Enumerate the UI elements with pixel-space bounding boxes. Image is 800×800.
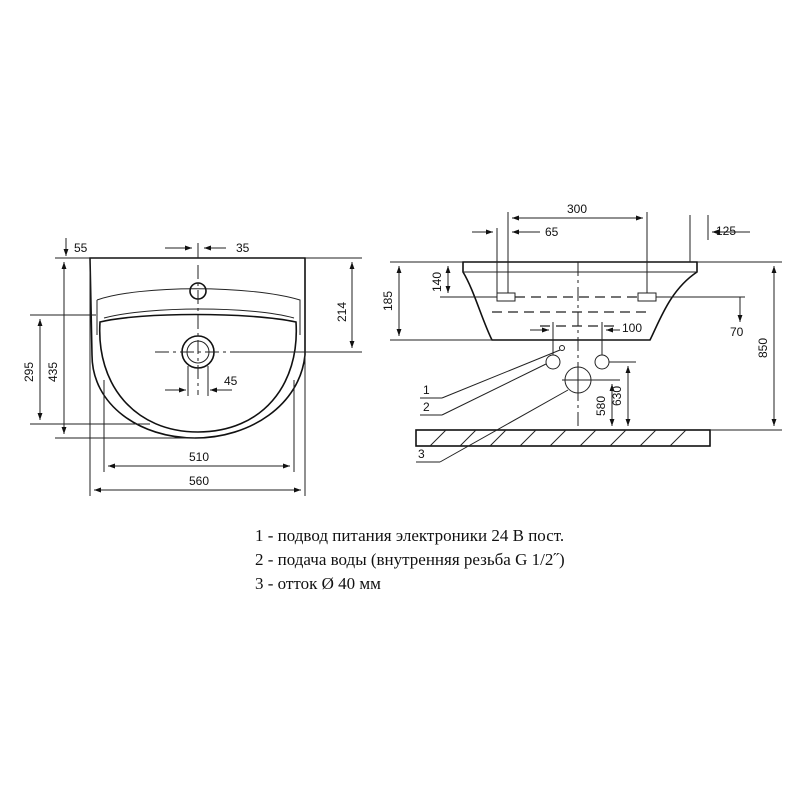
- dim-65: 65: [545, 225, 559, 239]
- dim-435: 435: [46, 362, 60, 382]
- legend-item-1: 1 - подвод питания электроники 24 В пост…: [255, 526, 565, 545]
- dim-850: 850: [756, 338, 770, 358]
- dim-295: 295: [22, 362, 36, 382]
- dim-214: 214: [335, 302, 349, 322]
- callout-3: 3: [418, 447, 425, 461]
- basin-profile: [462, 261, 698, 341]
- power-connector: [559, 345, 565, 351]
- dim-35: 35: [236, 241, 250, 255]
- dim-560: 560: [189, 474, 209, 488]
- basin-rim: [96, 288, 301, 335]
- dim-55: 55: [74, 241, 88, 255]
- water-inlet-left: [545, 354, 561, 370]
- callout-1: 1: [423, 383, 430, 397]
- inner-bowl-rim: [103, 308, 295, 319]
- top-view: 55 35 214 295 435 45 510 56: [22, 238, 362, 496]
- dim-300: 300: [567, 202, 587, 216]
- side-view: 300 65 125 185 140 70 100 850: [381, 202, 782, 463]
- dim-45: 45: [224, 374, 238, 388]
- floor: [415, 429, 711, 447]
- dim-70: 70: [730, 325, 744, 339]
- legend-item-2: 2 - подача воды (внутренняя резьба G 1/2…: [255, 550, 565, 569]
- dim-125: 125: [716, 224, 736, 238]
- legend-item-3: 3 - отток Ø 40 мм: [255, 574, 381, 593]
- water-inlet-right: [594, 354, 610, 370]
- callout-2: 2: [423, 400, 430, 414]
- inner-bowl: [98, 313, 298, 433]
- dim-100: 100: [622, 321, 642, 335]
- dim-630: 630: [610, 386, 624, 406]
- legend: 1 - подвод питания электроники 24 В пост…: [255, 524, 565, 596]
- dim-185: 185: [381, 291, 395, 311]
- dim-510: 510: [189, 450, 209, 464]
- basin-outline: [89, 257, 306, 439]
- dim-580: 580: [594, 396, 608, 416]
- dim-140: 140: [430, 272, 444, 292]
